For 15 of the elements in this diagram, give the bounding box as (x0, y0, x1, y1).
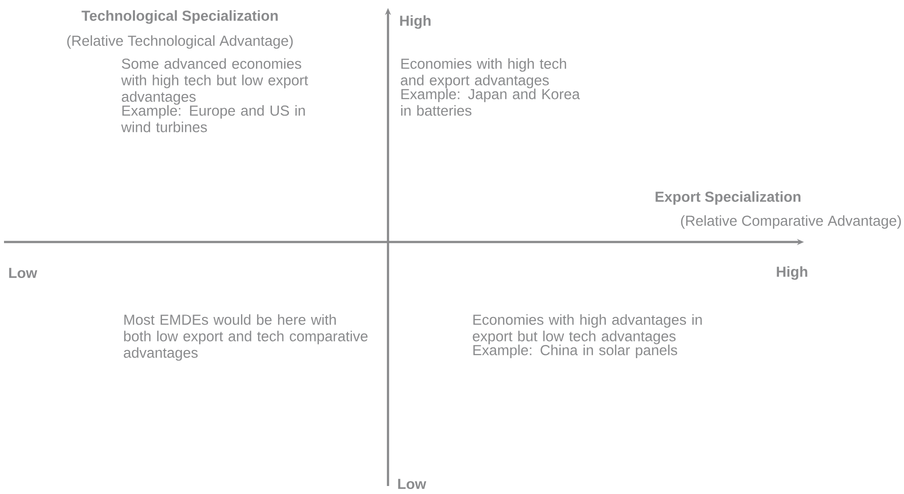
quadrant-text: Example: China in solar panels (473, 344, 678, 358)
quadrant-text: Example: Japan and Korea in batteries (401, 88, 580, 116)
quadrant-text: Some advanced economies with high tech but low export advantages (121, 58, 308, 105)
axis-end-label: Low (9, 268, 38, 278)
quadrant-text: Most EMDEs would be here with both low export and tech comparative advantages (124, 314, 368, 361)
axis-end-label: High (776, 266, 808, 280)
axis-subtitle: (Relative Comparative Advantage) (681, 215, 901, 229)
axis-title: Technological Specialization (82, 10, 278, 24)
axis-subtitle: (Relative Technological Advantage) (67, 35, 293, 49)
axis-end-label: High (400, 15, 431, 29)
quadrant-text: Economies with high advantages in export but low tech advantages (472, 314, 702, 344)
axis-title: Export Specialization (656, 191, 800, 205)
quadrant-text: Example: Europe and US in wind turbines (121, 105, 305, 132)
axis-end-label: Low (398, 478, 426, 490)
quadrant-text: Economies with high tech and export advantages (400, 58, 566, 88)
